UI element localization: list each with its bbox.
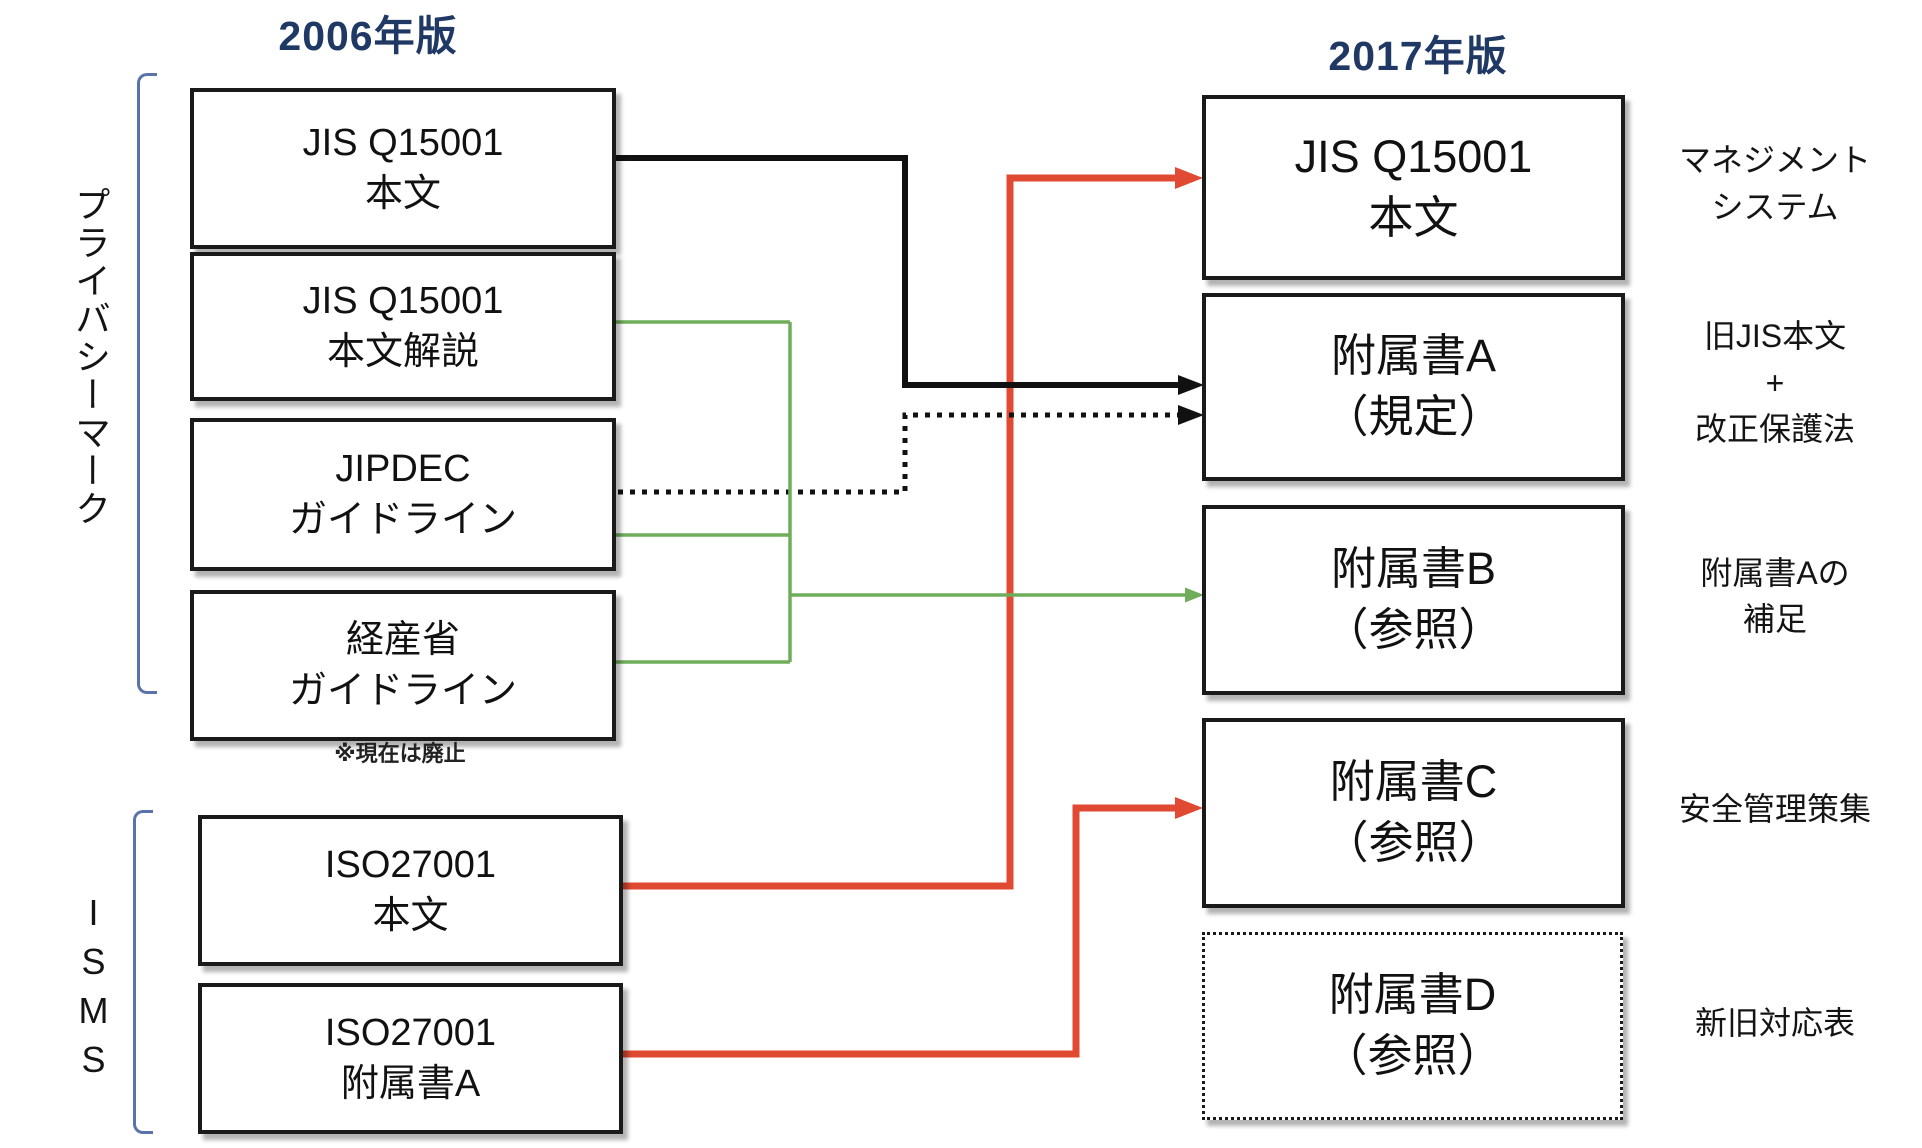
box-jipdec-guideline: JIPDEC ガイドライン: [190, 418, 616, 571]
box-annexA-kitei: 附属書A （規定）: [1202, 293, 1625, 481]
box-line: 本文: [1368, 191, 1459, 243]
box-line: 附属書C: [1329, 756, 1498, 808]
annotation-old-new-mapping: 新旧対応表: [1694, 1004, 1855, 1041]
box-line: 本文解説: [326, 330, 479, 373]
box-annexC-sansho: 附属書C （参照）: [1202, 718, 1625, 908]
box-jis2006-kaisetsu: JIS Q15001 本文解説: [190, 252, 616, 401]
box-line: ガイドライン: [288, 669, 517, 712]
box-line: 附属書A: [340, 1062, 481, 1105]
connector-red-iso-annexA-to-annexC: [612, 797, 1203, 1058]
box-line: 経産省: [345, 619, 460, 662]
box-line: 本文: [372, 894, 449, 937]
box-annexB-sansho: 附属書B （参照）: [1202, 505, 1625, 695]
isms-bracket: [133, 810, 153, 1134]
box-line: JIS Q15001: [302, 280, 504, 323]
obsolete-note: ※現在は廃止: [334, 741, 466, 766]
box-annexD-sansho: 附属書D （参照）: [1202, 932, 1623, 1120]
connector-red-iso-honbun-to-2017-honbun: [612, 167, 1203, 890]
box-line: ISO27001: [324, 844, 497, 887]
box-line: （参照）: [1322, 1030, 1503, 1081]
box-jis2017-honbun: JIS Q15001 本文: [1202, 95, 1625, 280]
box-line: 附属書D: [1328, 969, 1497, 1021]
box-line: JIS Q15001: [302, 122, 504, 165]
connector-black-honbun-to-annexA: [606, 155, 1204, 395]
box-line: ISO27001: [324, 1012, 497, 1055]
box-iso27001-honbun: ISO27001 本文: [198, 815, 623, 966]
annotation-management-system: マネジメント システム: [1678, 142, 1871, 225]
column-title-2017: 2017年版: [1328, 33, 1508, 79]
annotation-old-jis-plus-law: 旧JIS本文 + 改正保護法: [1694, 318, 1855, 448]
box-line: ガイドライン: [288, 498, 517, 541]
privacy-mark-group-label: プライバシーマーク: [70, 186, 111, 528]
column-title-2006: 2006年版: [278, 13, 458, 59]
box-line: （参照）: [1323, 604, 1504, 655]
box-jis2006-honbun: JIS Q15001 本文: [190, 88, 616, 249]
annotation-annexA-supplement: 附属書Aの 補足: [1700, 554, 1850, 637]
box-line: 附属書B: [1330, 543, 1496, 595]
isms-group-label: ISMS: [73, 892, 114, 1088]
connector-dotted-jipdec-to-annexA: [606, 405, 1204, 495]
box-keisansho-guideline: 経産省 ガイドライン: [190, 590, 616, 741]
box-line: 附属書A: [1330, 330, 1496, 382]
box-line: （参照）: [1323, 817, 1504, 868]
box-line: 本文: [364, 172, 441, 215]
privacy-mark-bracket: [137, 73, 157, 694]
box-line: JIPDEC: [335, 448, 471, 491]
box-iso27001-annexA: ISO27001 附属書A: [198, 983, 623, 1134]
annotation-security-measures: 安全管理策集: [1678, 790, 1871, 827]
box-line: JIS Q15001: [1294, 130, 1533, 182]
box-line: （規定）: [1323, 391, 1504, 442]
